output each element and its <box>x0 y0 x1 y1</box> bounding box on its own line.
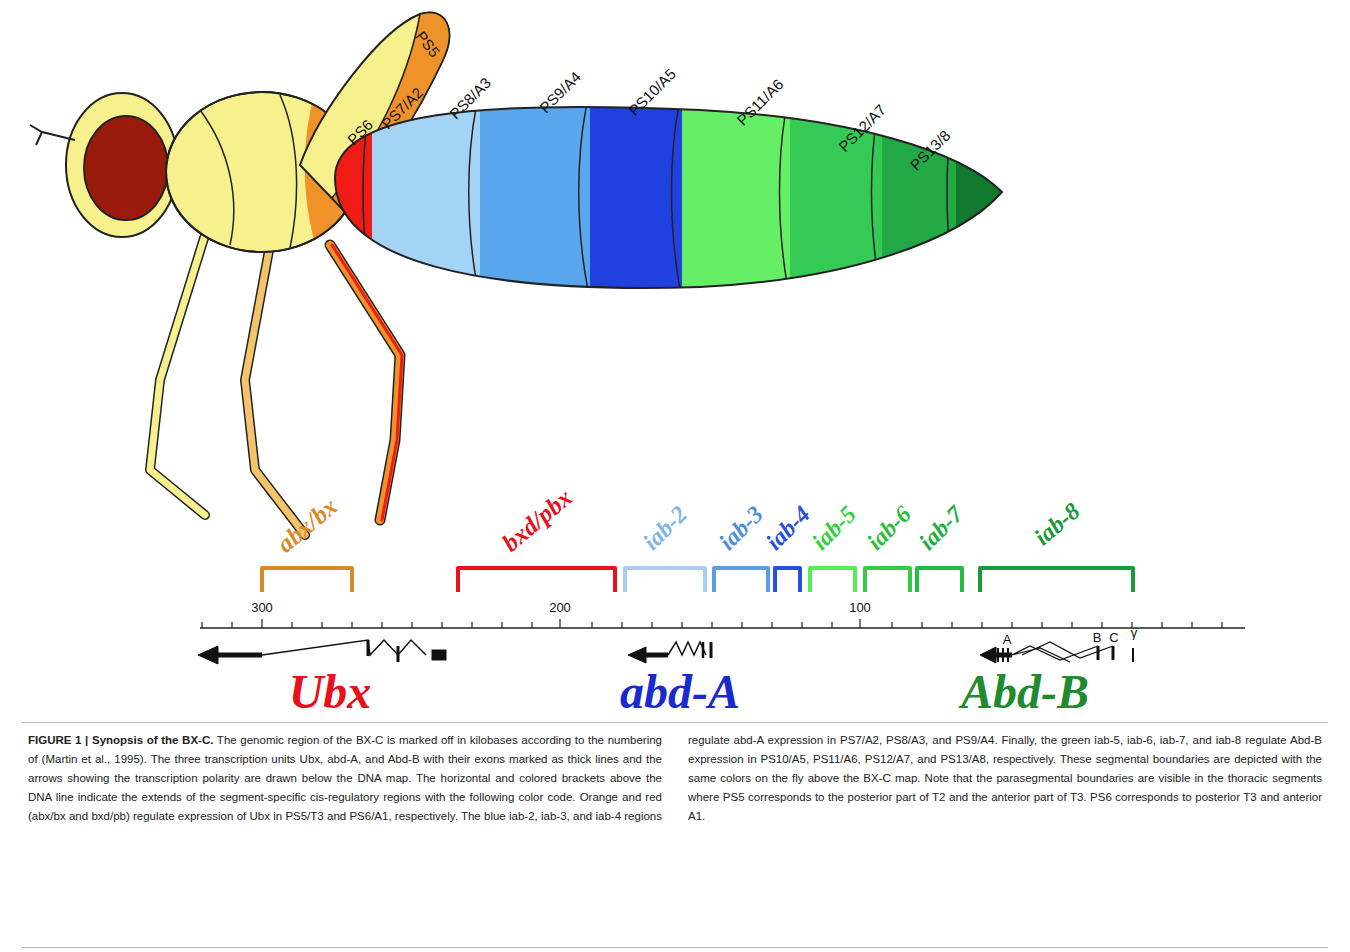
scale-number: 300 <box>251 601 273 614</box>
scale-tick <box>201 622 202 628</box>
scale-tick <box>441 622 442 628</box>
scale-tick <box>501 622 502 628</box>
scale-number: 200 <box>549 601 571 614</box>
figure-title: FIGURE 1 | Synopsis of the BX-C. <box>28 734 213 746</box>
scale-tick <box>711 622 712 628</box>
scale-tick <box>411 622 412 628</box>
scale-tick <box>1161 622 1162 628</box>
caption-box: FIGURE 1 | Synopsis of the BX-C. The gen… <box>22 722 1328 948</box>
scale-tick <box>291 622 292 628</box>
scale-tick <box>231 622 232 628</box>
scale-tick <box>591 622 592 628</box>
scale-tick <box>1011 622 1012 628</box>
scale-number: 100 <box>849 601 871 614</box>
scale-tick <box>801 622 802 628</box>
regulatory-region-label: iab-7 <box>915 502 968 555</box>
regulatory-region-label: iab-5 <box>808 502 861 555</box>
scale-tick <box>681 622 682 628</box>
promoter-letter: B <box>1093 631 1102 644</box>
scale-tick <box>831 622 832 628</box>
scale-tick <box>651 622 652 628</box>
promoter-letter: C <box>1109 631 1118 644</box>
promoter-letter: A <box>1003 633 1012 646</box>
promoter-letter: γ <box>1131 626 1138 639</box>
regulatory-region-label: iab-2 <box>639 502 692 555</box>
gene-name: Ubx <box>289 668 372 716</box>
scale-tick <box>261 619 262 628</box>
caption-text-block: FIGURE 1 | Synopsis of the BX-C. The gen… <box>28 731 1322 826</box>
gene-name: Abd-B <box>961 668 1089 716</box>
regulatory-region-label: iab-6 <box>863 502 916 555</box>
regulatory-region-label: iab-3 <box>715 502 768 555</box>
gene-name: abd-A <box>620 668 740 716</box>
scale-tick <box>559 619 560 628</box>
scale-tick <box>351 622 352 628</box>
regulatory-region-label: bxd/pbx <box>498 484 577 556</box>
scale-tick <box>531 622 532 628</box>
scale-tick <box>981 622 982 628</box>
regulatory-region-label: iab-4 <box>762 502 815 555</box>
scale-tick <box>1041 622 1042 628</box>
scale-tick <box>921 622 922 628</box>
scale-tick <box>741 622 742 628</box>
figure-caption: The genomic region of the BX-C is marked… <box>28 734 1322 822</box>
scale-tick <box>859 619 860 628</box>
scale-tick <box>771 622 772 628</box>
scale-tick <box>1071 622 1072 628</box>
regulatory-region-label: iab-8 <box>1030 499 1084 550</box>
scale-tick <box>321 622 322 628</box>
scale-tick <box>471 622 472 628</box>
scale-tick <box>1191 622 1192 628</box>
scale-tick <box>891 622 892 628</box>
scale-tick <box>1221 622 1222 628</box>
scale-tick <box>1101 622 1102 628</box>
scale-tick <box>951 622 952 628</box>
scale-tick <box>381 622 382 628</box>
scale-tick <box>621 622 622 628</box>
